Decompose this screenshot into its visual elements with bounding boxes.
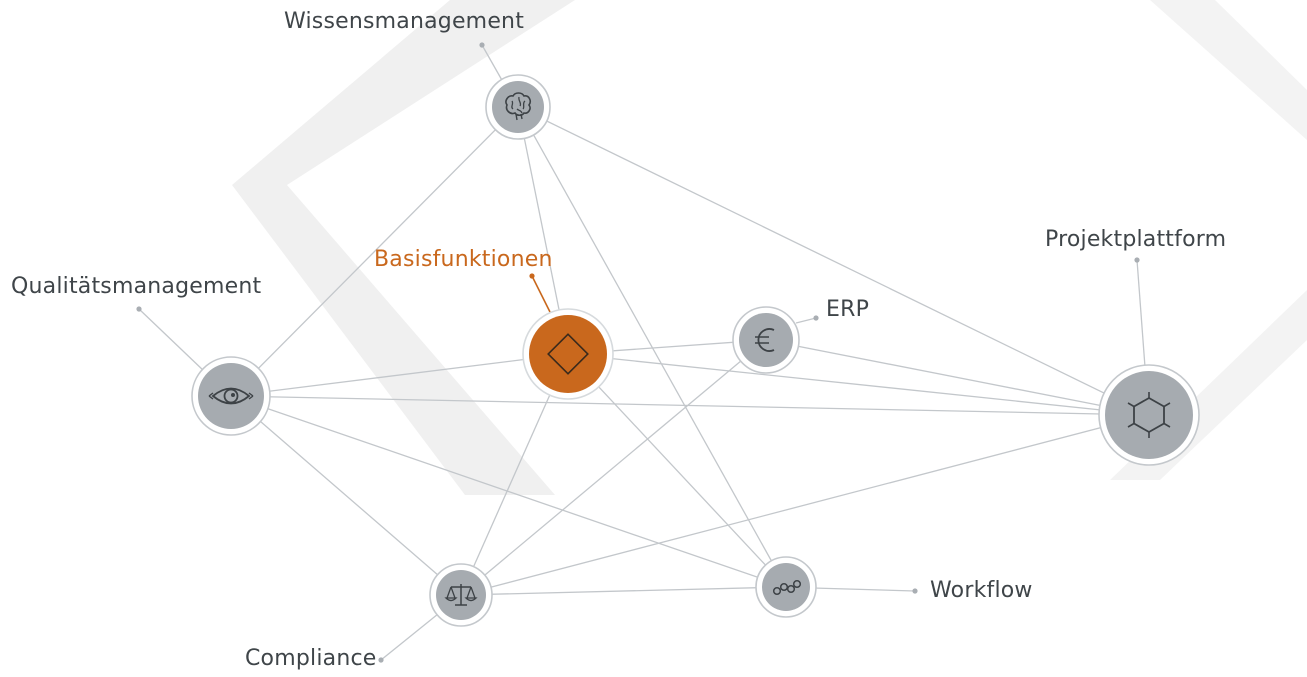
label-wissensmanagement: Wissensmanagement (284, 9, 525, 34)
scales-icon (444, 584, 478, 606)
label-erp: ERP (826, 297, 870, 322)
node-disc-projektplattform (1105, 371, 1193, 459)
label-qualitaetsmanagement: Qualitätsmanagement (11, 274, 262, 299)
leader-dot-workflow (912, 588, 918, 594)
leader-dot-basisfunktionen (529, 273, 535, 279)
leader-line-erp (795, 317, 817, 324)
nodes-group (191, 74, 1200, 627)
node-workflow[interactable] (755, 556, 817, 618)
node-disc-basisfunktionen (529, 315, 607, 393)
leader-dot-qualitaetsmanagement (136, 306, 142, 312)
leader-dot-compliance (378, 657, 384, 663)
node-projektplattform[interactable] (1098, 364, 1200, 466)
node-erp[interactable] (732, 306, 800, 374)
leader-line-wissensmanagement (481, 44, 504, 83)
watermark-left-chevron (232, 0, 575, 495)
brain-icon (505, 92, 531, 121)
label-workflow: Workflow (930, 578, 1033, 603)
edge-compliance-projektplattform (460, 414, 1150, 596)
edge-wissensmanagement-workflow (517, 106, 787, 588)
node-compliance[interactable] (429, 563, 493, 627)
edge-qualitaetsmanagement-compliance (230, 395, 462, 596)
leader-line-workflow (812, 587, 916, 592)
label-basisfunktionen: Basisfunktionen (374, 247, 553, 272)
edge-wissensmanagement-projektplattform (517, 106, 1150, 416)
leader-dot-projektplattform (1134, 257, 1140, 263)
watermark-right-chevron (1110, 0, 1307, 480)
node-disc-qualitaetsmanagement (198, 363, 264, 429)
edge-basisfunktionen-projektplattform (567, 353, 1150, 416)
edge-qualitaetsmanagement-projektplattform (230, 395, 1150, 416)
node-disc-wissensmanagement (492, 81, 544, 133)
edge-basisfunktionen-workflow (567, 353, 787, 588)
edge-wissensmanagement-qualitaetsmanagement (230, 106, 519, 397)
chain-links-icon (772, 579, 802, 596)
edge-erp-projektplattform (765, 339, 1150, 416)
edge-qualitaetsmanagement-basisfunktionen (230, 353, 569, 397)
edges-group (230, 106, 1150, 596)
label-projektplattform: Projektplattform (1045, 227, 1227, 252)
label-compliance: Compliance (245, 646, 377, 671)
node-wissensmanagement[interactable] (485, 74, 551, 140)
node-disc-workflow (762, 563, 810, 611)
leader-line-projektplattform (1136, 259, 1146, 368)
label-leaders-group (136, 42, 1146, 663)
edge-compliance-workflow (460, 586, 787, 596)
leader-dot-wissensmanagement (479, 42, 485, 48)
edge-qualitaetsmanagement-workflow (230, 395, 787, 588)
leader-line-compliance (380, 613, 439, 661)
node-disc-erp (739, 313, 793, 367)
edge-erp-compliance (460, 339, 767, 596)
hexagon-network-icon (1127, 392, 1171, 438)
leader-dot-erp (813, 315, 819, 321)
leader-line-qualitaetsmanagement (138, 308, 206, 373)
watermark-chevrons (232, 0, 1307, 495)
node-qualitaetsmanagement[interactable] (191, 356, 271, 436)
diamond-icon (547, 333, 589, 375)
node-basisfunktionen[interactable] (522, 308, 614, 400)
euro-icon (755, 328, 775, 352)
leader-line-basisfunktionen (531, 275, 551, 313)
eye-icon (208, 387, 254, 405)
